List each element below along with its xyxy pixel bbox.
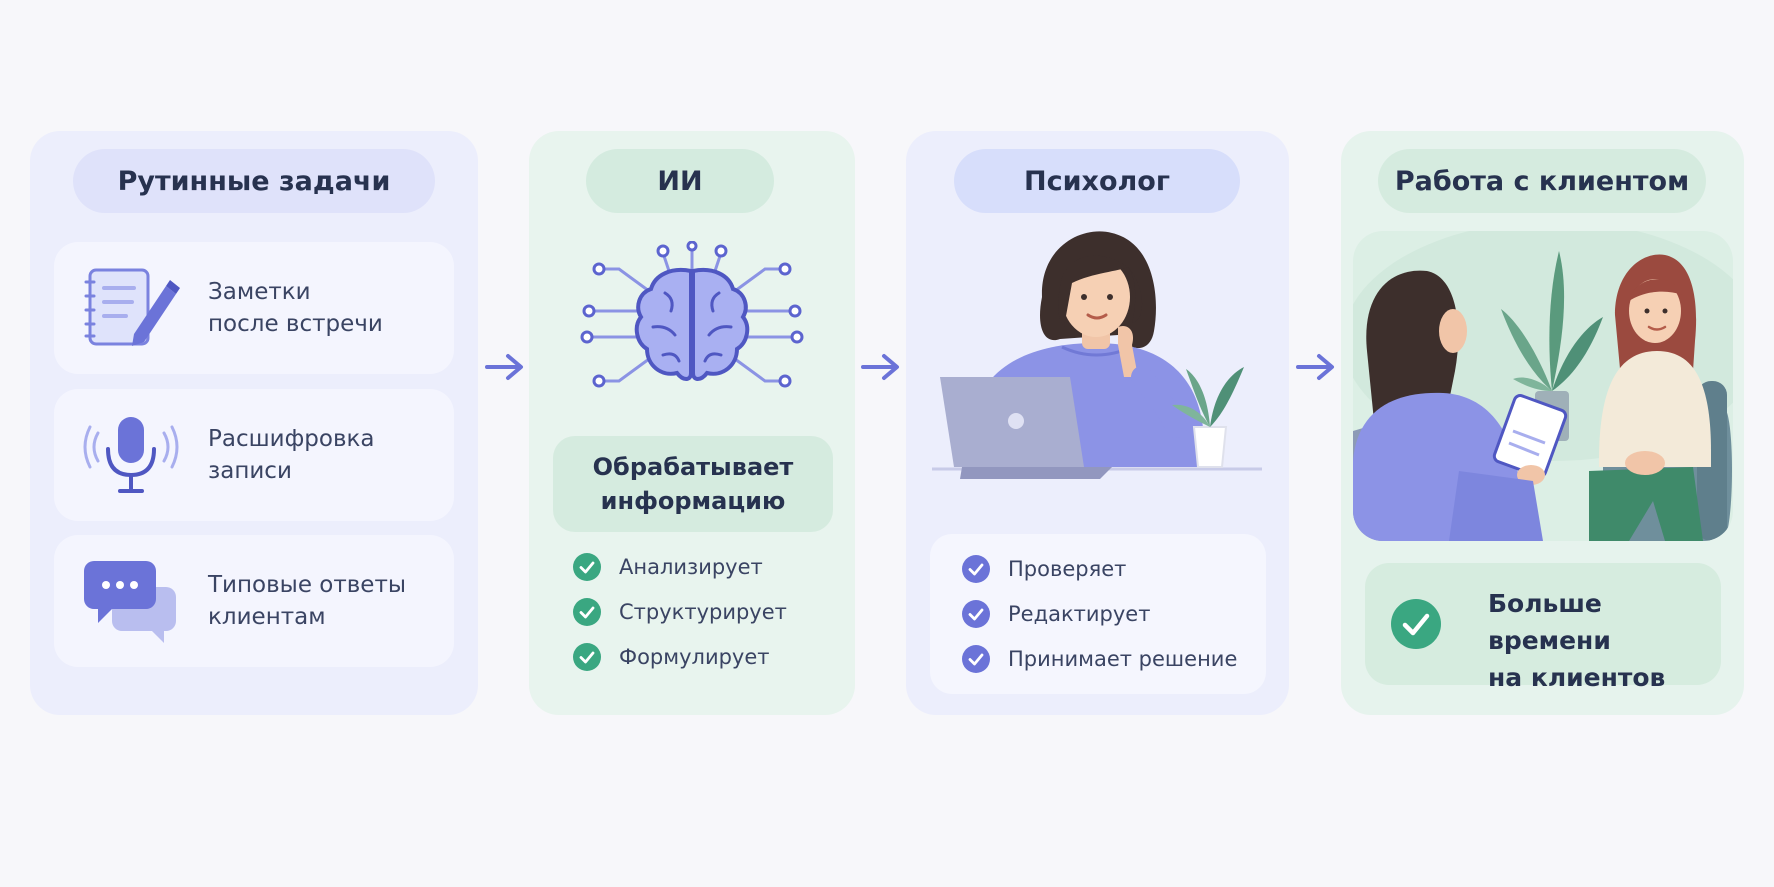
benefit-text: Больше времени на клиентов <box>1488 585 1718 696</box>
task-notes-label: Заметки после встречи <box>208 276 438 340</box>
arrow-right-icon <box>861 354 899 380</box>
therapy-session-illustration <box>1353 231 1733 541</box>
routine-tasks-title: Рутинные задачи <box>73 149 435 213</box>
ai-panel: ИИ Обрабатывает информацию Анализирует <box>529 131 855 715</box>
check-circle-icon <box>573 552 601 581</box>
ai-check-label: Структурирует <box>619 599 787 624</box>
brain-network-icon <box>580 241 804 388</box>
ai-check-item: Формулирует <box>573 634 787 679</box>
microphone-icon <box>83 417 179 493</box>
task-card-replies: Типовые ответы клиентам <box>54 535 454 667</box>
psychologist-check-label: Проверяет <box>1008 556 1127 581</box>
check-circle-icon <box>573 597 601 626</box>
task-replies-line-2: клиентам <box>208 604 326 630</box>
ai-check-label: Формулирует <box>619 644 770 669</box>
task-transcription-line-1: Расшифровка <box>208 426 375 452</box>
psychologist-check-card: Проверяет Редактирует Принимает решение <box>930 534 1266 694</box>
chat-bubbles-icon <box>84 561 176 643</box>
psychologist-at-laptop-illustration <box>932 231 1262 479</box>
task-transcription-label: Расшифровка записи <box>208 423 438 487</box>
ai-process-line-1: Обрабатывает <box>592 453 794 481</box>
ai-check-item: Структурирует <box>573 589 787 634</box>
benefit-card: Больше времени на клиентов <box>1365 563 1721 692</box>
benefit-line-1: Больше времени <box>1488 589 1611 655</box>
routine-tasks-panel: Рутинные задачи Заметки после встречи <box>30 131 478 715</box>
psychologist-check-item: Принимает решение <box>962 636 1237 681</box>
psychologist-check-item: Редактирует <box>962 591 1237 636</box>
check-circle-icon <box>962 599 990 628</box>
check-circle-icon <box>962 554 990 583</box>
psychologist-check-label: Редактирует <box>1008 601 1151 626</box>
check-circle-icon <box>1391 599 1441 649</box>
psychologist-panel: Психолог Проверяет <box>906 131 1289 715</box>
psychologist-title: Психолог <box>954 149 1240 213</box>
ai-process-box: Обрабатывает информацию <box>553 436 833 532</box>
check-circle-icon <box>962 644 990 673</box>
task-notes-line-2: после встречи <box>208 311 383 337</box>
ai-check-item: Анализирует <box>573 544 787 589</box>
arrow-right-icon <box>1296 354 1334 380</box>
psychologist-check-label: Принимает решение <box>1008 646 1238 671</box>
client-work-title: Работа с клиентом <box>1378 149 1706 213</box>
ai-check-list: Анализирует Структурирует Формулирует <box>573 544 787 679</box>
ai-check-label: Анализирует <box>619 554 763 579</box>
client-work-panel: Работа с клиентом <box>1341 131 1744 715</box>
ai-process-line-2: информацию <box>600 487 786 515</box>
task-card-notes: Заметки после встречи <box>54 242 454 374</box>
task-card-transcription: Расшифровка записи <box>54 389 454 521</box>
psychologist-check-list: Проверяет Редактирует Принимает решение <box>962 546 1237 681</box>
check-circle-icon <box>573 642 601 671</box>
task-replies-label: Типовые ответы клиентам <box>208 569 438 633</box>
psychologist-check-item: Проверяет <box>962 546 1237 591</box>
arrow-right-icon <box>485 354 523 380</box>
benefit-line-2: на клиентов <box>1488 663 1666 692</box>
task-notes-line-1: Заметки <box>208 279 311 305</box>
notes-icon <box>84 268 180 346</box>
task-replies-line-1: Типовые ответы <box>208 572 407 598</box>
task-transcription-line-2: записи <box>208 458 292 484</box>
ai-title: ИИ <box>586 149 774 213</box>
